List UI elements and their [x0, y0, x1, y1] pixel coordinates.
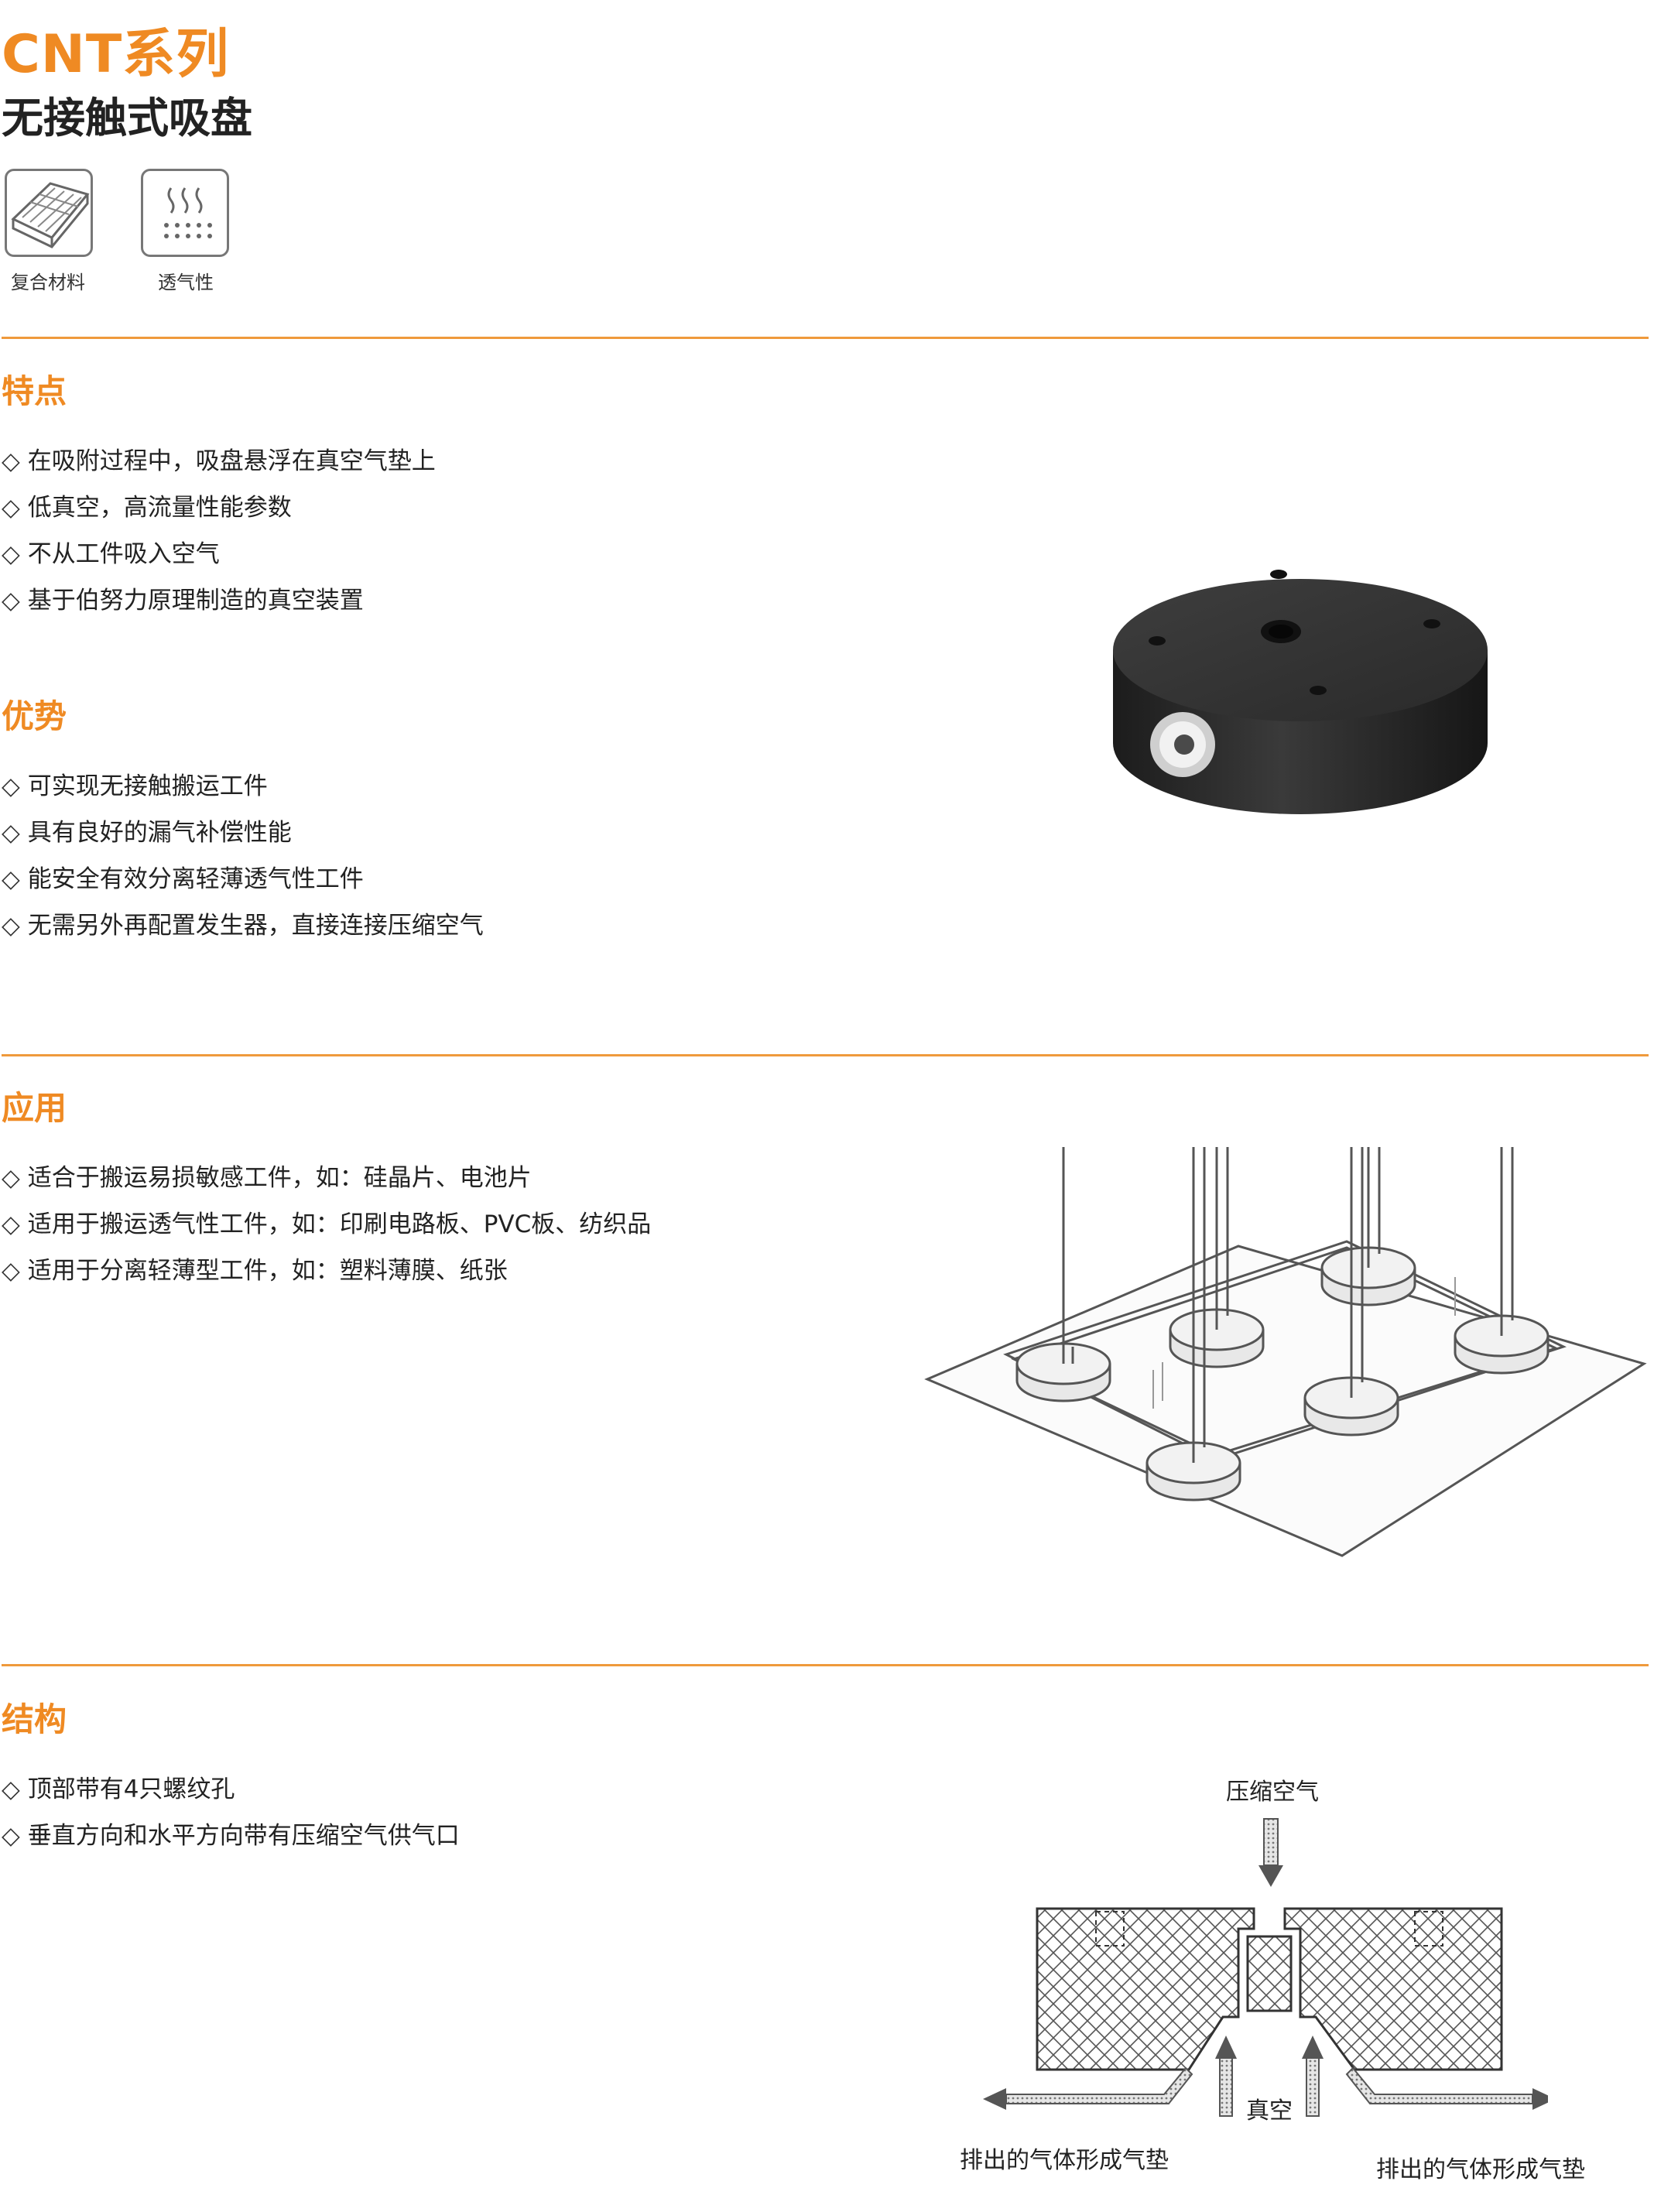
label-vacuum: 真空 — [1246, 2097, 1293, 2125]
series-title: CNT系列 — [2, 24, 230, 85]
product-photo — [1113, 570, 1488, 814]
section-divider — [2, 337, 1649, 339]
label-compressed-air: 压缩空气 — [1226, 1779, 1319, 1806]
list-item: 可实现无接触搬运工件 — [2, 763, 484, 810]
section-divider — [2, 1054, 1649, 1056]
structure-list: 顶部带有4只螺纹孔 垂直方向和水平方向带有压缩空气供气口 — [2, 1766, 460, 1859]
list-item: 低真空，高流量性能参数 — [2, 485, 436, 531]
list-item: 适合于搬运易损敏感工件，如：硅晶片、电池片 — [2, 1155, 651, 1201]
advantages-list: 可实现无接触搬运工件 具有良好的漏气补偿性能 能安全有效分离轻薄透气性工件 无需… — [2, 763, 484, 949]
structure-diagram: 压缩空气 真空 排出的气体形成气垫 排出的气体形成气垫 — [960, 1757, 1585, 2190]
label-exhaust-left: 排出的气体形成气垫 — [960, 2147, 1169, 2174]
list-item: 适用于搬运透气性工件，如：印刷电路板、PVC板、纺织品 — [2, 1201, 652, 1248]
label-exhaust-right: 排出的气体形成气垫 — [1376, 2156, 1585, 2183]
composite-material-icon — [5, 169, 93, 257]
list-item: 基于伯努力原理制造的真空装置 — [2, 577, 436, 624]
features-heading: 特点 — [2, 372, 67, 410]
badge-label-breathable: 透气性 — [158, 272, 214, 293]
breathable-icon — [141, 169, 229, 257]
advantages-heading: 优势 — [2, 697, 67, 735]
list-item: 具有良好的漏气补偿性能 — [2, 810, 484, 856]
list-item: 顶部带有4只螺纹孔 — [2, 1766, 460, 1813]
list-item: 适用于分离轻薄型工件，如：塑料薄膜、纸张 — [2, 1248, 651, 1294]
list-item: 无需另外再配置发生器，直接连接压缩空气 — [2, 902, 484, 949]
features-list: 在吸附过程中，吸盘悬浮在真空气垫上 低真空，高流量性能参数 不从工件吸入空气 基… — [2, 438, 436, 624]
applications-heading: 应用 — [2, 1089, 67, 1127]
product-subtitle: 无接触式吸盘 — [2, 94, 252, 142]
structure-heading: 结构 — [2, 1700, 67, 1738]
list-item: 能安全有效分离轻薄透气性工件 — [2, 856, 484, 902]
list-item: 在吸附过程中，吸盘悬浮在真空气垫上 — [2, 438, 436, 485]
application-illustration — [924, 1147, 1647, 1557]
list-item: 垂直方向和水平方向带有压缩空气供气口 — [2, 1813, 460, 1859]
applications-list: 适合于搬运易损敏感工件，如：硅晶片、电池片 适用于搬运透气性工件，如：印刷电路板… — [2, 1155, 652, 1294]
section-divider — [2, 1664, 1649, 1666]
badge-label-composite: 复合材料 — [11, 272, 85, 293]
list-item: 不从工件吸入空气 — [2, 531, 436, 577]
